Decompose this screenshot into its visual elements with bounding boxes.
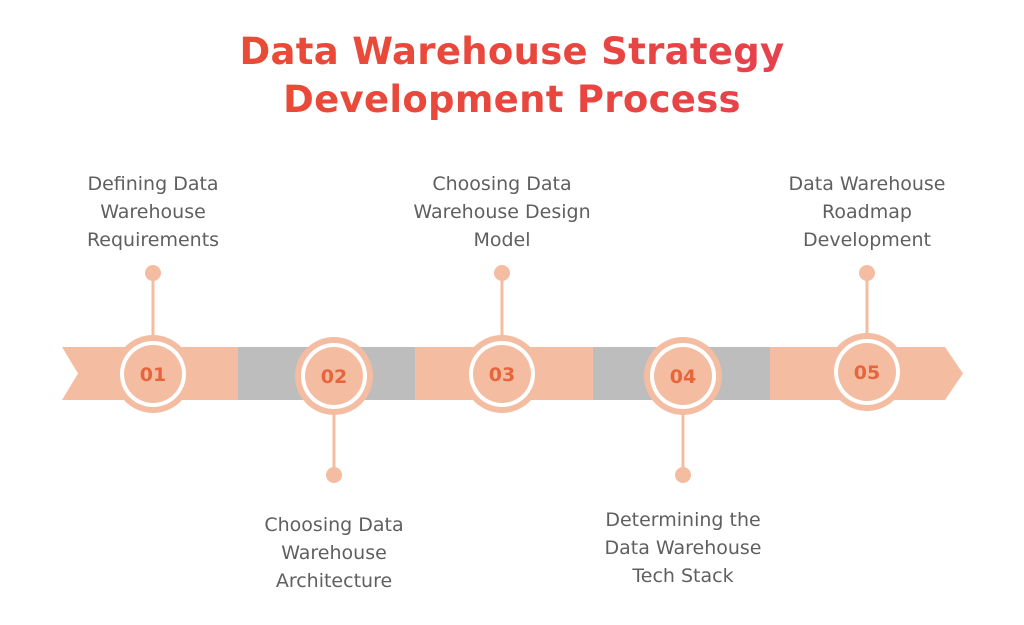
timeline-step-01: 01 [114,265,192,413]
connector-dot-01 [145,265,161,281]
step-number-02: 02 [321,366,347,388]
timeline-step-03: 03 [463,265,541,413]
step-label-01: Defining Data Warehouse Requirements [86,173,220,251]
step-circle-inner-05 [838,343,896,401]
timeline-step-04: 04 [644,337,722,483]
connector-dot-02 [326,467,342,483]
timeline-step-02: 02 [295,337,373,483]
step-circle-inner-04 [654,347,712,405]
connector-dot-05 [859,265,875,281]
step-label-05: Data Warehouse Roadmap Development [788,173,946,251]
step-circle-inner-01 [124,345,182,403]
step-number-04: 04 [670,366,696,388]
step-number-05: 05 [854,362,880,384]
step-number-01: 01 [140,364,166,386]
timeline-step-05: 05 [828,265,906,411]
connector-dot-04 [675,467,691,483]
step-label-04: Determining the Data Warehouse Tech Stac… [604,509,762,587]
step-label-03: Choosing Data Warehouse Design Model [413,173,591,251]
step-label-02: Choosing Data Warehouse Architecture [264,514,404,592]
step-circle-inner-03 [473,345,531,403]
connector-dot-03 [494,265,510,281]
step-circle-inner-02 [305,347,363,405]
step-number-03: 03 [489,364,515,386]
